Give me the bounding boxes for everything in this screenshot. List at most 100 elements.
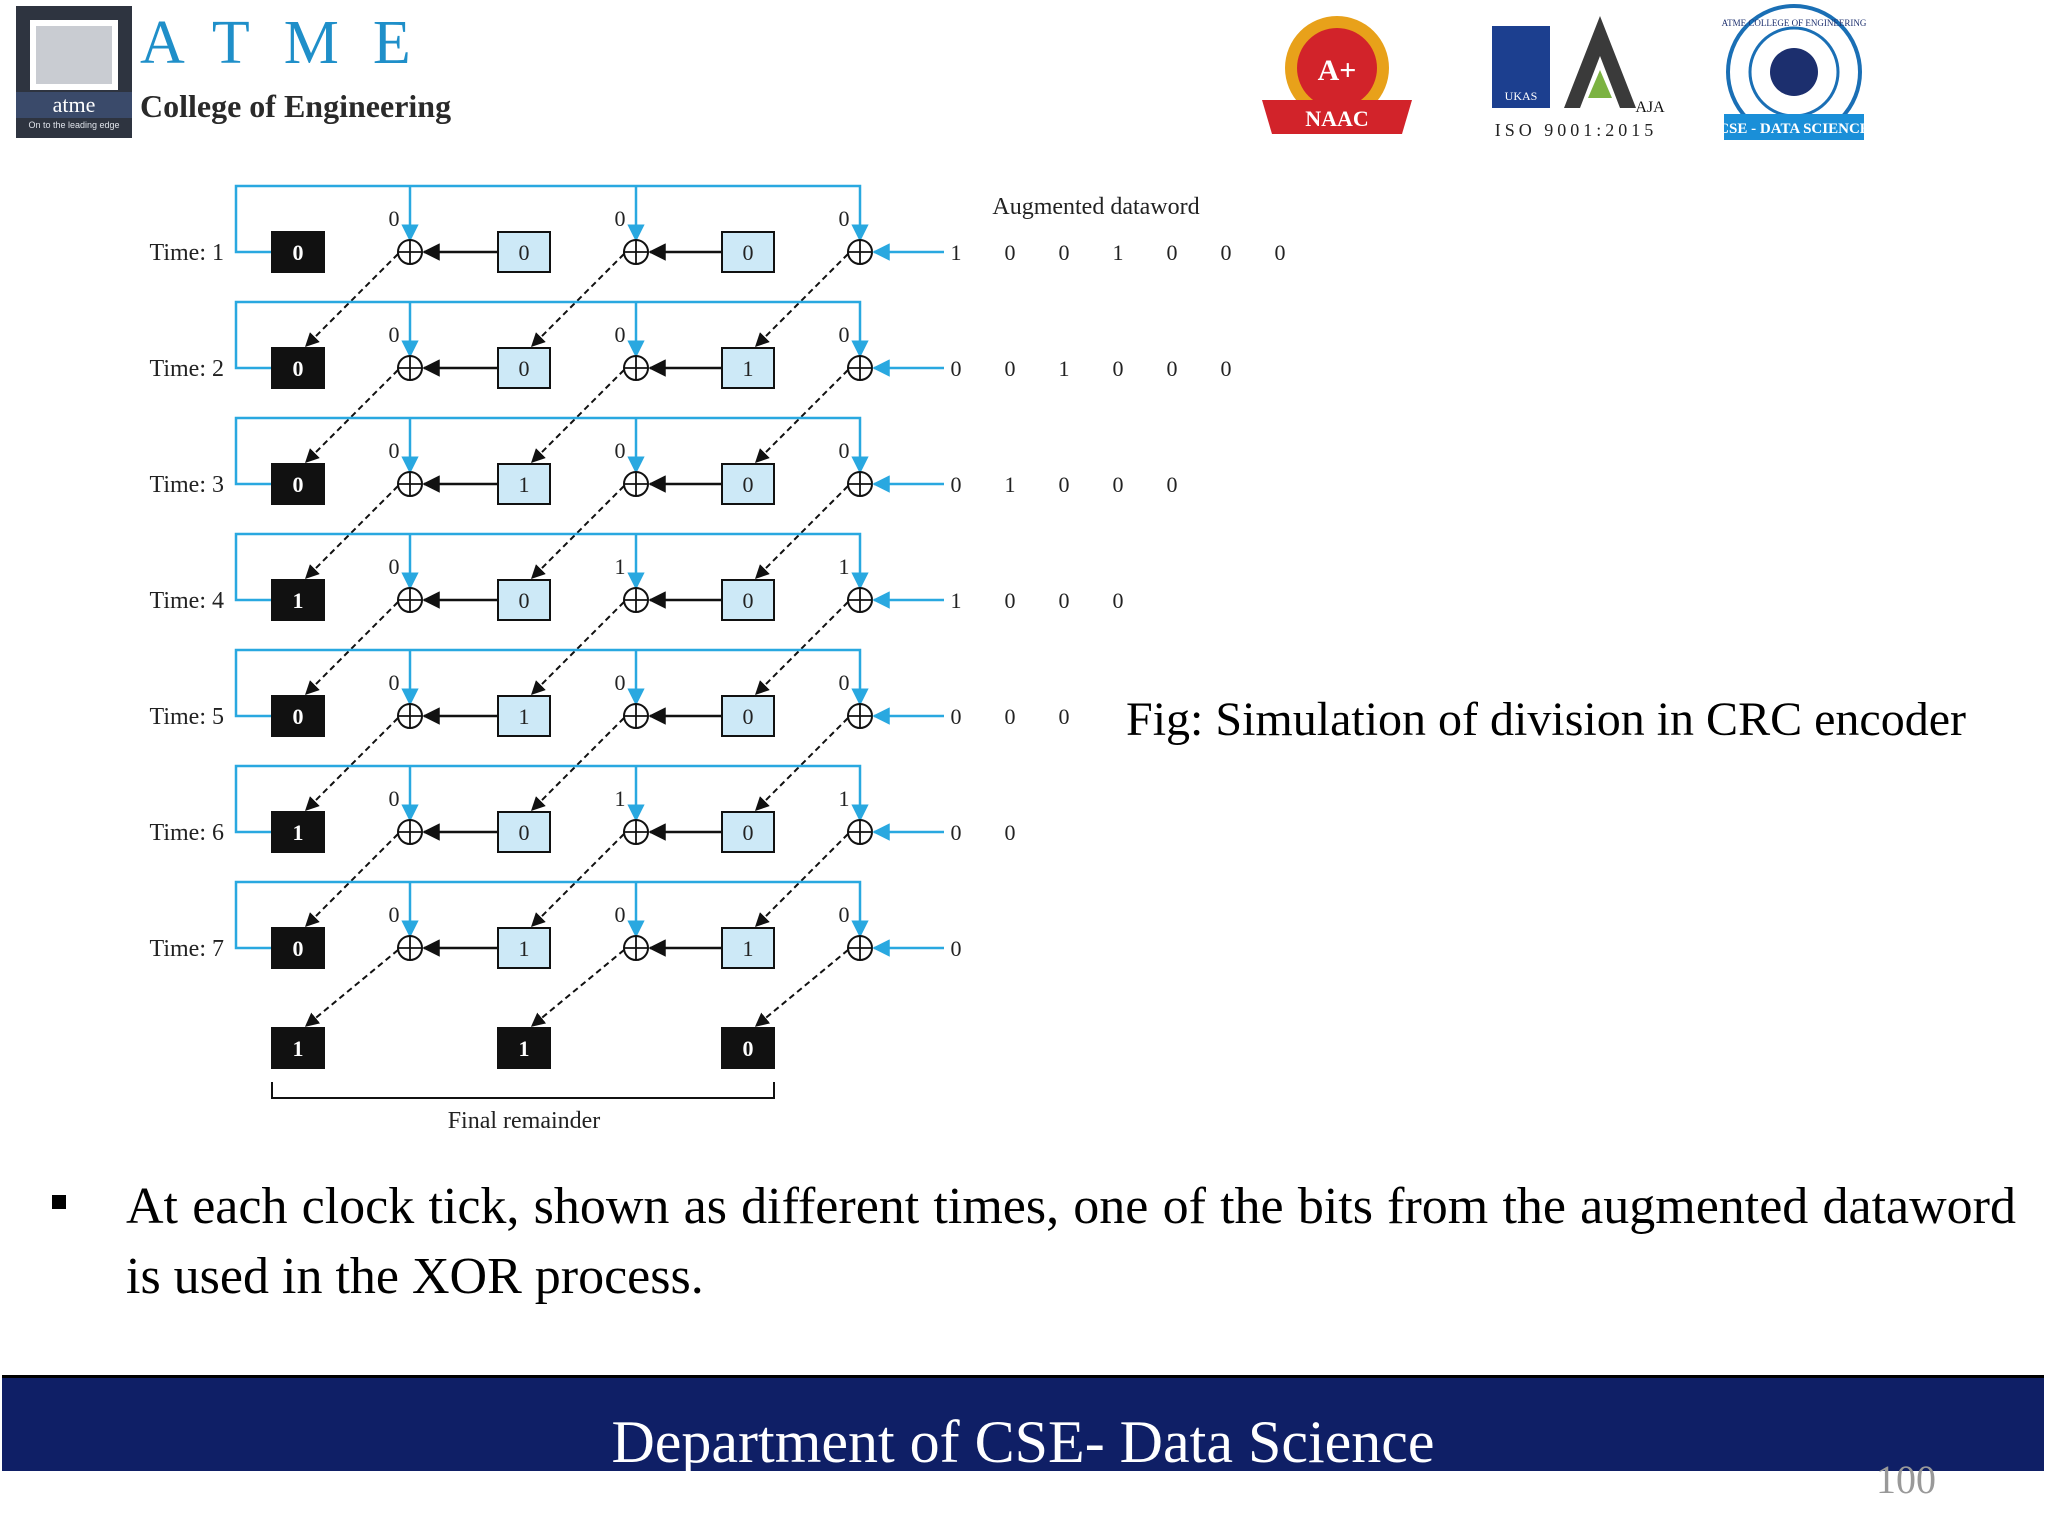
next-state-arrow <box>755 601 849 695</box>
aja-label: AJA <box>1635 99 1665 116</box>
feedback-line <box>234 648 869 718</box>
register-r0-value: 0 <box>293 704 304 729</box>
register-r2-value: 0 <box>743 704 754 729</box>
feedback-line <box>234 416 869 486</box>
input-bit: 0 <box>1113 472 1124 497</box>
time-label: Time: 2 <box>150 356 224 382</box>
register-r1-value: 1 <box>519 472 530 497</box>
input-bit: 0 <box>1167 356 1178 381</box>
feedback-line <box>234 300 869 370</box>
register-r0 <box>271 347 325 389</box>
register-r0 <box>271 231 325 273</box>
next-state-arrow <box>531 833 625 927</box>
dept-badge-label: CSE - DATA SCIENCE <box>1718 121 1870 137</box>
feedback-bit: 0 <box>389 902 400 927</box>
register-r2 <box>721 579 775 621</box>
final-remainder-label: Final remainder <box>448 1108 601 1134</box>
input-bit: 0 <box>951 820 962 845</box>
register-r1 <box>497 231 551 273</box>
dept-badge: ATME COLLEGE OF ENGINEERING CSE - DATA S… <box>1718 4 1870 140</box>
input-bit: 0 <box>1059 704 1070 729</box>
next-state-arrow <box>531 369 625 463</box>
next-state-arrow <box>755 253 849 347</box>
feedback-bit: 0 <box>839 902 850 927</box>
final-remainder-box <box>721 1027 775 1069</box>
register-r2-value: 0 <box>743 240 754 265</box>
footer-bar: Department of CSE- Data Science <box>2 1375 2044 1475</box>
register-r2-value: 0 <box>743 820 754 845</box>
register-r2 <box>721 927 775 969</box>
time-label: Time: 5 <box>150 704 224 730</box>
next-state-arrow <box>531 253 625 347</box>
input-bit: 1 <box>1113 240 1124 265</box>
final-remainder-bit: 0 <box>743 1036 754 1061</box>
input-bit: 1 <box>951 588 962 613</box>
feedback-bit: 0 <box>615 902 626 927</box>
register-r0 <box>271 811 325 853</box>
time-label: Time: 1 <box>150 240 224 266</box>
register-r1-value: 0 <box>519 820 530 845</box>
feedback-line <box>234 880 869 950</box>
input-bit: 0 <box>1005 820 1016 845</box>
feedback-bit: 1 <box>839 554 850 579</box>
feedback-bit: 1 <box>615 786 626 811</box>
input-bit: 0 <box>951 704 962 729</box>
next-state-arrow <box>755 485 849 579</box>
register-r1-value: 1 <box>519 704 530 729</box>
input-bit: 0 <box>1059 240 1070 265</box>
naac-label: NAAC <box>1305 106 1369 131</box>
input-bit: 0 <box>1005 704 1016 729</box>
iso-label: ISO 9001:2015 <box>1495 120 1658 140</box>
input-bit: 0 <box>1221 240 1232 265</box>
next-state-arrow <box>305 601 399 695</box>
register-r0 <box>271 463 325 505</box>
register-r0-value: 0 <box>293 356 304 381</box>
input-bit: 0 <box>951 472 962 497</box>
ukas-label: UKAS <box>1505 89 1538 103</box>
input-bit: 0 <box>951 936 962 961</box>
register-r2 <box>721 463 775 505</box>
register-r0-value: 1 <box>293 588 304 613</box>
iso-badge: UKAS AJA ISO 9001:2015 <box>1492 16 1665 140</box>
register-r0 <box>271 695 325 737</box>
input-bit: 0 <box>1005 588 1016 613</box>
time-label: Time: 3 <box>150 472 224 498</box>
register-r1-value: 0 <box>519 588 530 613</box>
register-r0-value: 0 <box>293 472 304 497</box>
register-r1-value: 1 <box>519 936 530 961</box>
input-bit: 1 <box>1005 472 1016 497</box>
college-logo: atme On to the leading edge <box>16 6 132 138</box>
next-state-arrow <box>755 369 849 463</box>
final-remainder-bracket <box>271 1082 775 1099</box>
register-r2-value: 0 <box>743 588 754 613</box>
register-r2-value: 1 <box>743 356 754 381</box>
feedback-bit: 0 <box>389 322 400 347</box>
time-label: Time: 4 <box>150 588 224 614</box>
logo-frame-icon <box>30 20 118 90</box>
feedback-bit: 1 <box>839 786 850 811</box>
next-state-arrow <box>305 485 399 579</box>
register-r0 <box>271 579 325 621</box>
register-r0-value: 1 <box>293 820 304 845</box>
register-r1 <box>497 579 551 621</box>
register-r1 <box>497 463 551 505</box>
feedback-bit: 0 <box>615 670 626 695</box>
register-r0-value: 0 <box>293 240 304 265</box>
final-remainder-bit: 1 <box>293 1036 304 1061</box>
input-bit: 0 <box>1113 588 1124 613</box>
atom-icon <box>1770 48 1818 96</box>
register-r1 <box>497 347 551 389</box>
next-state-arrow <box>531 601 625 695</box>
register-r1 <box>497 927 551 969</box>
feedback-line <box>234 184 869 254</box>
next-state-arrow <box>305 369 399 463</box>
time-label: Time: 7 <box>150 936 224 962</box>
input-bit: 0 <box>1167 472 1178 497</box>
next-state-arrow <box>755 833 849 927</box>
input-bit: 1 <box>951 240 962 265</box>
augmented-dataword-label: Augmented dataword <box>992 194 1199 220</box>
logo-word: atme <box>16 92 132 118</box>
college-name: College of Engineering <box>140 88 452 124</box>
next-state-arrow <box>531 717 625 811</box>
